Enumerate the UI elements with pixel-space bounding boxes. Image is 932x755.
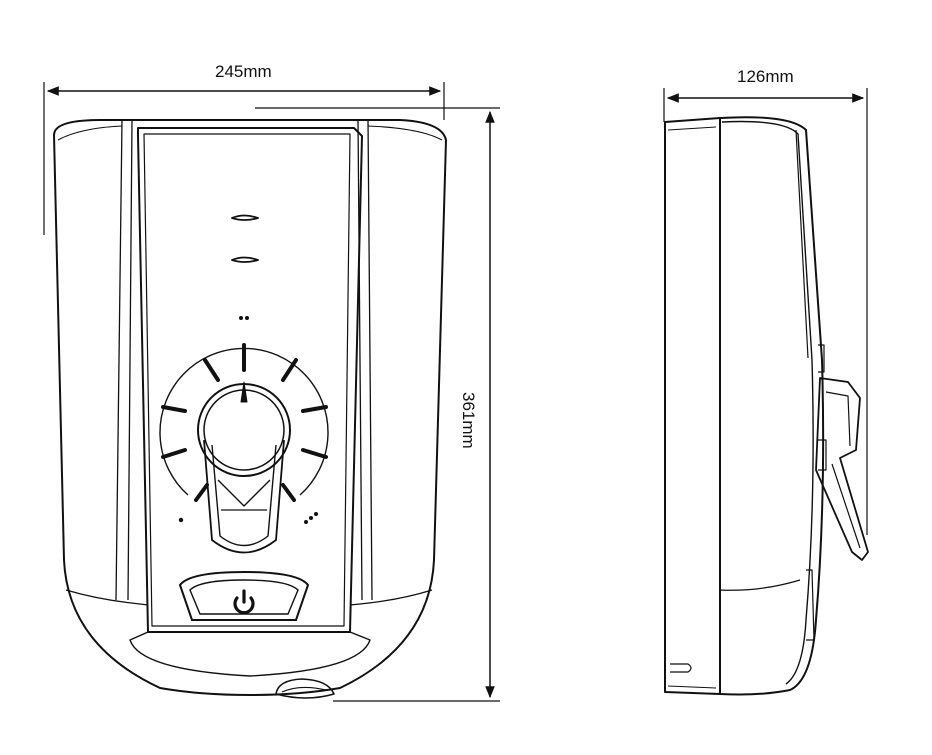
height-label: 361mm	[459, 392, 478, 449]
side-casing	[719, 116, 825, 696]
front-body-outline	[53, 119, 447, 696]
height-dimension	[255, 107, 500, 702]
dial-ticks	[161, 343, 328, 502]
power-icon	[233, 589, 255, 615]
indicator-mark-top	[231, 214, 259, 221]
side-back-plate	[664, 117, 721, 695]
power-button[interactable]	[178, 570, 310, 621]
front-view	[53, 119, 447, 699]
side-view	[664, 116, 869, 696]
depth-dimension	[663, 88, 868, 535]
dots-right	[304, 512, 318, 524]
side-lever	[815, 377, 869, 561]
width-label: 245mm	[215, 62, 272, 81]
indicator-mark-bottom	[231, 256, 259, 263]
dot-left	[178, 517, 184, 523]
front-panel	[137, 127, 363, 633]
dial-lever	[203, 439, 285, 554]
dial-pointer	[240, 381, 248, 403]
bottom-outlet	[275, 678, 335, 699]
dots-top	[239, 316, 249, 320]
width-dimension	[43, 82, 445, 235]
depth-label: 126mm	[737, 67, 794, 86]
